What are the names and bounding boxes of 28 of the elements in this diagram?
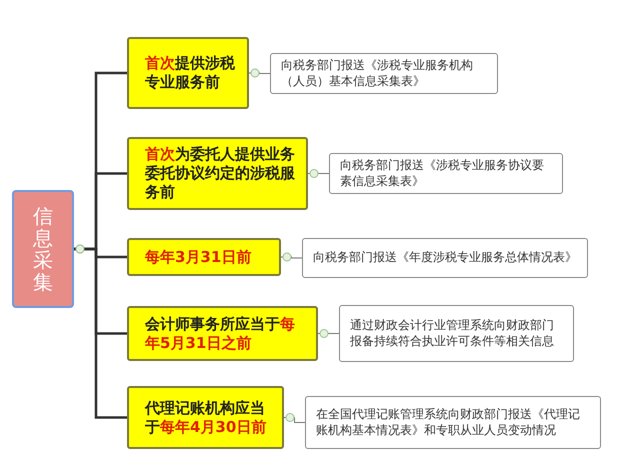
requirement-box — [339, 305, 574, 362]
node-text: 通过财政会计行业管理系统向财政部门报备持续符合执业许可条件等相关信息 — [350, 318, 555, 350]
node-text: 每年3月31日前 — [145, 248, 252, 266]
connector — [318, 333, 340, 334]
timing-box — [127, 238, 281, 276]
connector — [248, 72, 270, 74]
connector — [284, 417, 306, 423]
connector — [308, 173, 330, 174]
requirement-box — [329, 153, 563, 194]
node-text: 信息采集 — [33, 205, 53, 293]
timing-box — [127, 37, 249, 109]
timing-box — [127, 306, 318, 361]
node-text: 向税务部门报送《涉税专业服务协议要素信息采集表》 — [340, 158, 545, 190]
node-text: 代理记账机构应当于每年4月30日前 — [145, 398, 268, 436]
connector — [280, 256, 302, 258]
node-text: 首次提供涉税专业服务前 — [145, 54, 236, 92]
requirement-box — [305, 396, 601, 449]
node-text: 在全国代理记账管理系统向财政部门报送《代理记账机构基本情况表》和专职从业人员变动情况 — [316, 406, 581, 438]
node-text: 向税务部门报送《年度涉税专业服务总体情况表》 — [313, 250, 577, 266]
requirement-box — [270, 53, 498, 94]
timing-box — [127, 137, 308, 210]
node-text: 会计师事务所应当于每年5月31日之前 — [145, 314, 296, 352]
connector — [74, 248, 127, 419]
timing-box — [127, 386, 284, 449]
topic-box — [12, 190, 74, 308]
node-text: 向税务部门报送《涉税专业服务机构（人员）基本信息采集表》 — [281, 58, 474, 90]
requirement-box — [302, 238, 588, 278]
node-text: 首次为委托人提供业务委托协议约定的涉税服务前 — [145, 145, 296, 202]
